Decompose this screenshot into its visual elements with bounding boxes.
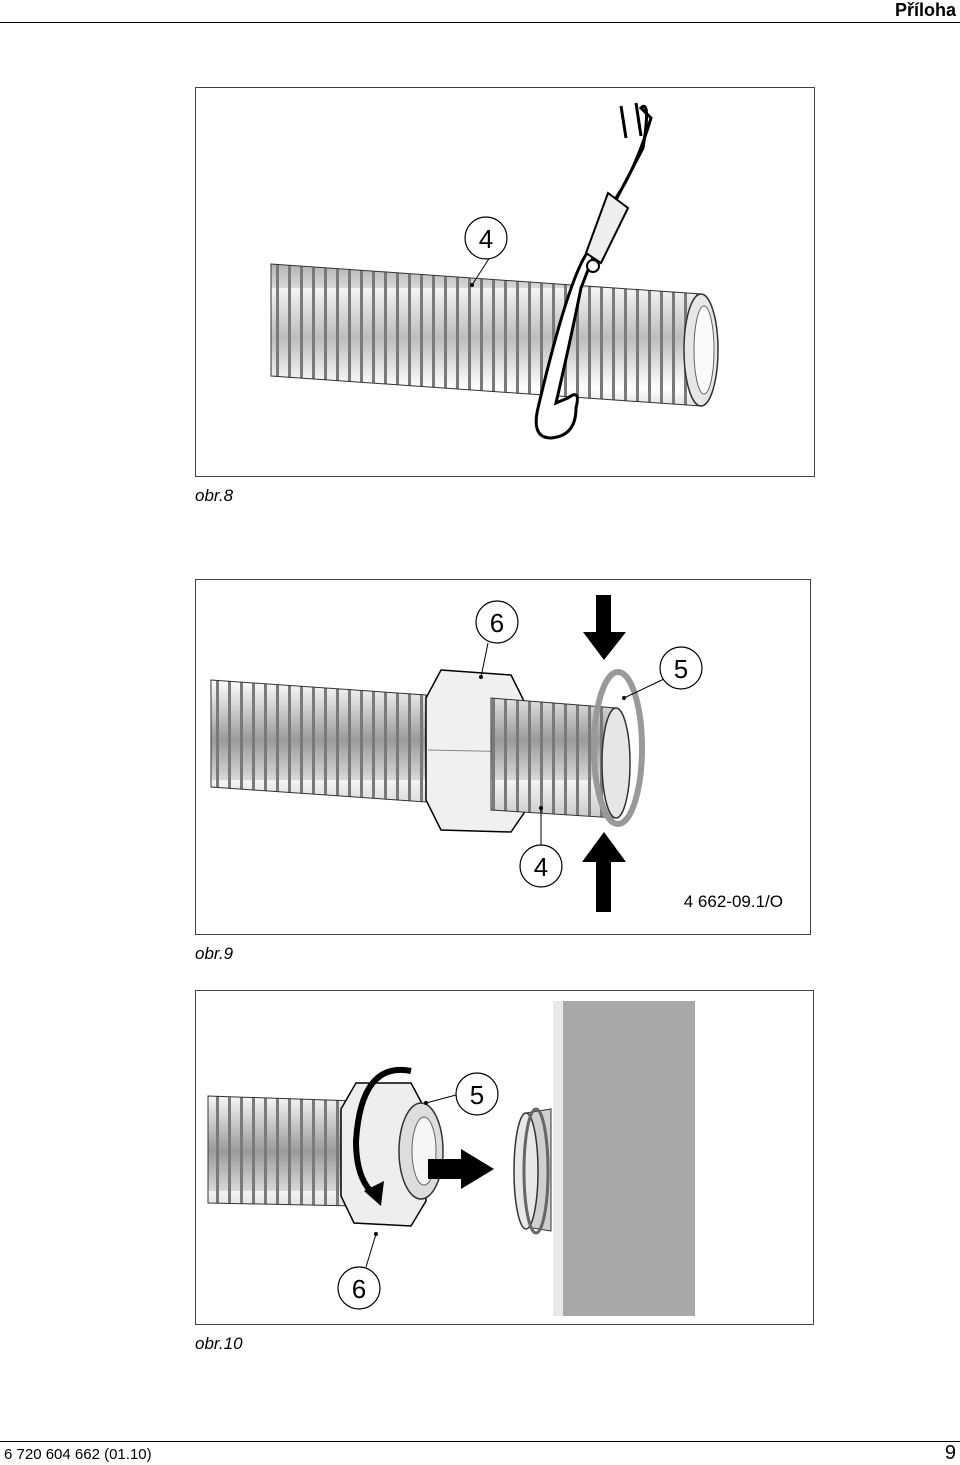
footer-divider: [0, 1441, 960, 1442]
figure-9-frame: 6 5 4 4 662-09.1/O: [195, 579, 811, 935]
section-title: Příloha: [894, 0, 956, 20]
figure-8-caption: obr.8: [195, 486, 234, 505]
fig10-callout-5: 5: [470, 1080, 484, 1110]
figure-10-frame: 5 6: [195, 990, 814, 1325]
document-number: 6 720 604 662 (01.10): [4, 1446, 152, 1463]
fig9-callout-4: 4: [534, 852, 548, 882]
figure-10-caption: obr.10: [195, 1334, 243, 1353]
figure-10-drawing: 5 6: [207, 1001, 695, 1316]
fig8-callout-4: 4: [479, 224, 493, 254]
page-number: 9: [944, 1442, 956, 1464]
figure-8-drawing: 4: [270, 102, 719, 440]
fig9-callout-5: 5: [674, 654, 688, 684]
fig9-callout-6: 6: [490, 608, 504, 638]
fig10-callout-6: 6: [352, 1274, 366, 1304]
header-divider: [0, 22, 960, 23]
figure-9-caption: obr.9: [195, 944, 234, 963]
figure-8-frame: 4: [195, 87, 815, 477]
fig9-drawing-code: 4 662-09.1/O: [684, 892, 783, 911]
figure-9-drawing: 6 5 4 4 662-09.1/O: [210, 595, 783, 912]
